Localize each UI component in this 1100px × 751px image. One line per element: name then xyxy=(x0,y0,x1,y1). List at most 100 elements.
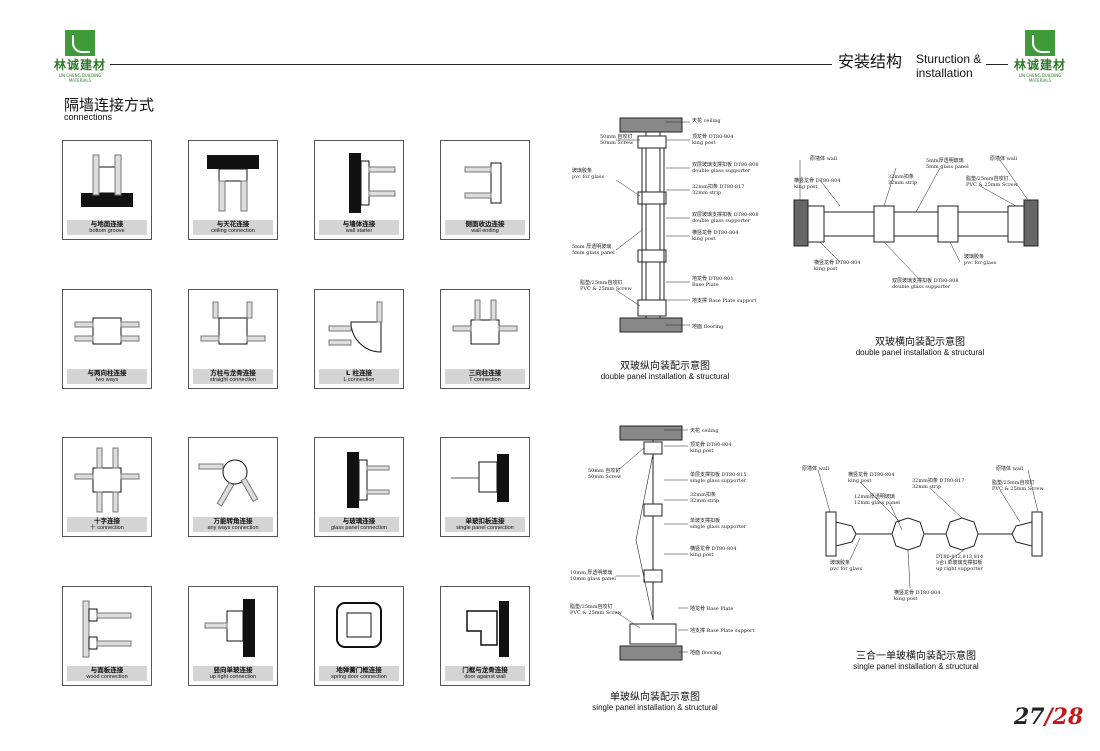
connection-drawing xyxy=(347,452,390,508)
brand-logo-right: 林诚建材 LIN CHENG BUILDING MATERIALS xyxy=(1012,30,1068,83)
dh-label: double glass supporter xyxy=(892,284,951,290)
dv-label: 32mm扣条 DT80-817 xyxy=(692,183,744,190)
sv-label: 单层支撑扣板 DT80-815 xyxy=(690,471,747,478)
brand-subname: LIN CHENG BUILDING MATERIALS xyxy=(1018,73,1062,83)
sh-label: 横竖龙骨 DT80-804 xyxy=(848,471,895,478)
connection-name-en: two ways xyxy=(95,377,119,383)
brand-subname: LIN CHENG BUILDING MATERIALS xyxy=(58,73,102,83)
dv-label: PVC & 25mm Screw xyxy=(580,286,632,292)
dh-label: 32mm strip xyxy=(888,180,917,186)
connection-name-en: wall starter xyxy=(345,228,373,234)
logo-mark-icon xyxy=(1025,30,1055,56)
dv-label: 玻璃胶条 xyxy=(572,167,592,174)
dh-label: 32mm扣条 xyxy=(888,173,914,180)
caption-double-horizontal: 双玻横向装配示意图 double panel installation & st… xyxy=(825,333,1015,357)
connection-name-en: straight connection xyxy=(209,377,257,383)
connection-drawing xyxy=(328,301,383,353)
sh-label: 32mm扣条 DT80-817 xyxy=(912,477,964,484)
dh-label: 原墙体 wall xyxy=(990,155,1017,162)
dh-label: PVC & 25mm Screw xyxy=(966,182,1018,188)
connection-name-en: up right connection xyxy=(209,674,257,680)
dv-label: 横竖龙骨 DT80-804 xyxy=(692,229,739,236)
dv-label: 32mm strip xyxy=(692,190,721,196)
dh-label: 横竖龙骨 DT80-804 xyxy=(794,177,841,184)
sv-label: 横竖龙骨 DT80-804 xyxy=(690,545,737,552)
caption-cn: 三合一单玻横向装配示意图 xyxy=(856,651,976,662)
dv-label: 地面 flooring xyxy=(692,323,724,330)
sv-label: 地面 flooring xyxy=(690,649,722,656)
connection-drawing xyxy=(466,601,509,657)
dh-label: 原墙体 wall xyxy=(810,155,837,162)
header-rule-right xyxy=(986,64,1008,65)
dv-label: double glass supporter xyxy=(692,168,751,174)
sv-label: 脂垫/25mm自攻钉 xyxy=(570,603,613,610)
connection-drawing xyxy=(81,154,133,207)
sv-label: 天花 ceiling xyxy=(690,427,719,434)
sv-label: single glass supporter xyxy=(690,478,747,484)
sv-label: 50mm 自攻钉 xyxy=(588,467,620,474)
header-rule xyxy=(110,64,832,65)
connection-drawing xyxy=(74,447,140,513)
dh-label: 玻璃胶条 xyxy=(964,253,984,260)
connection-name-en: 十 connection xyxy=(90,525,124,531)
connection-name-cn: 三向柱连接 xyxy=(468,369,502,377)
caption-double-vertical: 双玻纵向装配示意图 double panel installation & st… xyxy=(570,357,760,381)
sv-label: king post xyxy=(690,448,713,454)
sv-label: 32mm扣条 xyxy=(690,491,716,498)
page-separator: / xyxy=(1044,704,1053,730)
dh-label: 5mm厚透明玻璃 xyxy=(926,157,964,164)
connection-name-cn: 方柱与龙骨连接 xyxy=(210,369,256,377)
sh-label: king post xyxy=(848,478,871,484)
caption-cn: 单玻纵向装配示意图 xyxy=(610,692,700,703)
caption-en: double panel installation & structural xyxy=(600,372,730,381)
dv-label: 5mm 厚透明玻璃 xyxy=(572,243,611,250)
sh-label: up right supporter xyxy=(936,566,984,572)
dv-label: 天花 ceiling xyxy=(692,117,721,124)
caption-en: double panel installation & structural xyxy=(855,348,985,357)
brand-name: 林诚建材 xyxy=(1013,58,1066,72)
dv-label: 50mm 自攻钉 xyxy=(600,133,632,140)
brand-name: 林诚建材 xyxy=(53,58,106,72)
connection-name-en: spring door connection xyxy=(331,674,387,680)
connection-name-en: glass panel connection xyxy=(331,525,387,531)
page-next: 28 xyxy=(1052,704,1084,730)
connection-name-cn: L 柱连接 xyxy=(346,369,372,377)
connection-name-cn: 与墙体连接 xyxy=(342,220,376,228)
connection-drawing xyxy=(74,317,140,345)
header-title-en: Sturuction & installation xyxy=(916,52,981,80)
connection-name-cn: 与两向柱连接 xyxy=(87,369,127,377)
connection-drawing xyxy=(207,155,259,212)
page-current: 27 xyxy=(1014,704,1045,730)
dv-label: king post xyxy=(692,236,715,242)
sv-label: 32mm strip xyxy=(690,498,719,504)
sh-label: 玻璃胶条 xyxy=(830,559,850,566)
connection-name-cn: 地弹簧门框连接 xyxy=(336,666,382,674)
dh-label: 5mm glass panel xyxy=(926,164,969,170)
connection-name-en: L connection xyxy=(343,377,375,383)
connection-drawing xyxy=(336,602,382,648)
dv-label: 顶龙骨 DT80-804 xyxy=(692,133,734,140)
connection-name-en: T connection xyxy=(469,377,501,383)
connection-name-en: ceiling connection xyxy=(211,228,255,234)
section-title-cn: 隔墙连接方式 xyxy=(64,96,155,114)
connection-name-cn: 侧面收边连接 xyxy=(465,220,505,228)
connection-drawing xyxy=(198,459,259,507)
